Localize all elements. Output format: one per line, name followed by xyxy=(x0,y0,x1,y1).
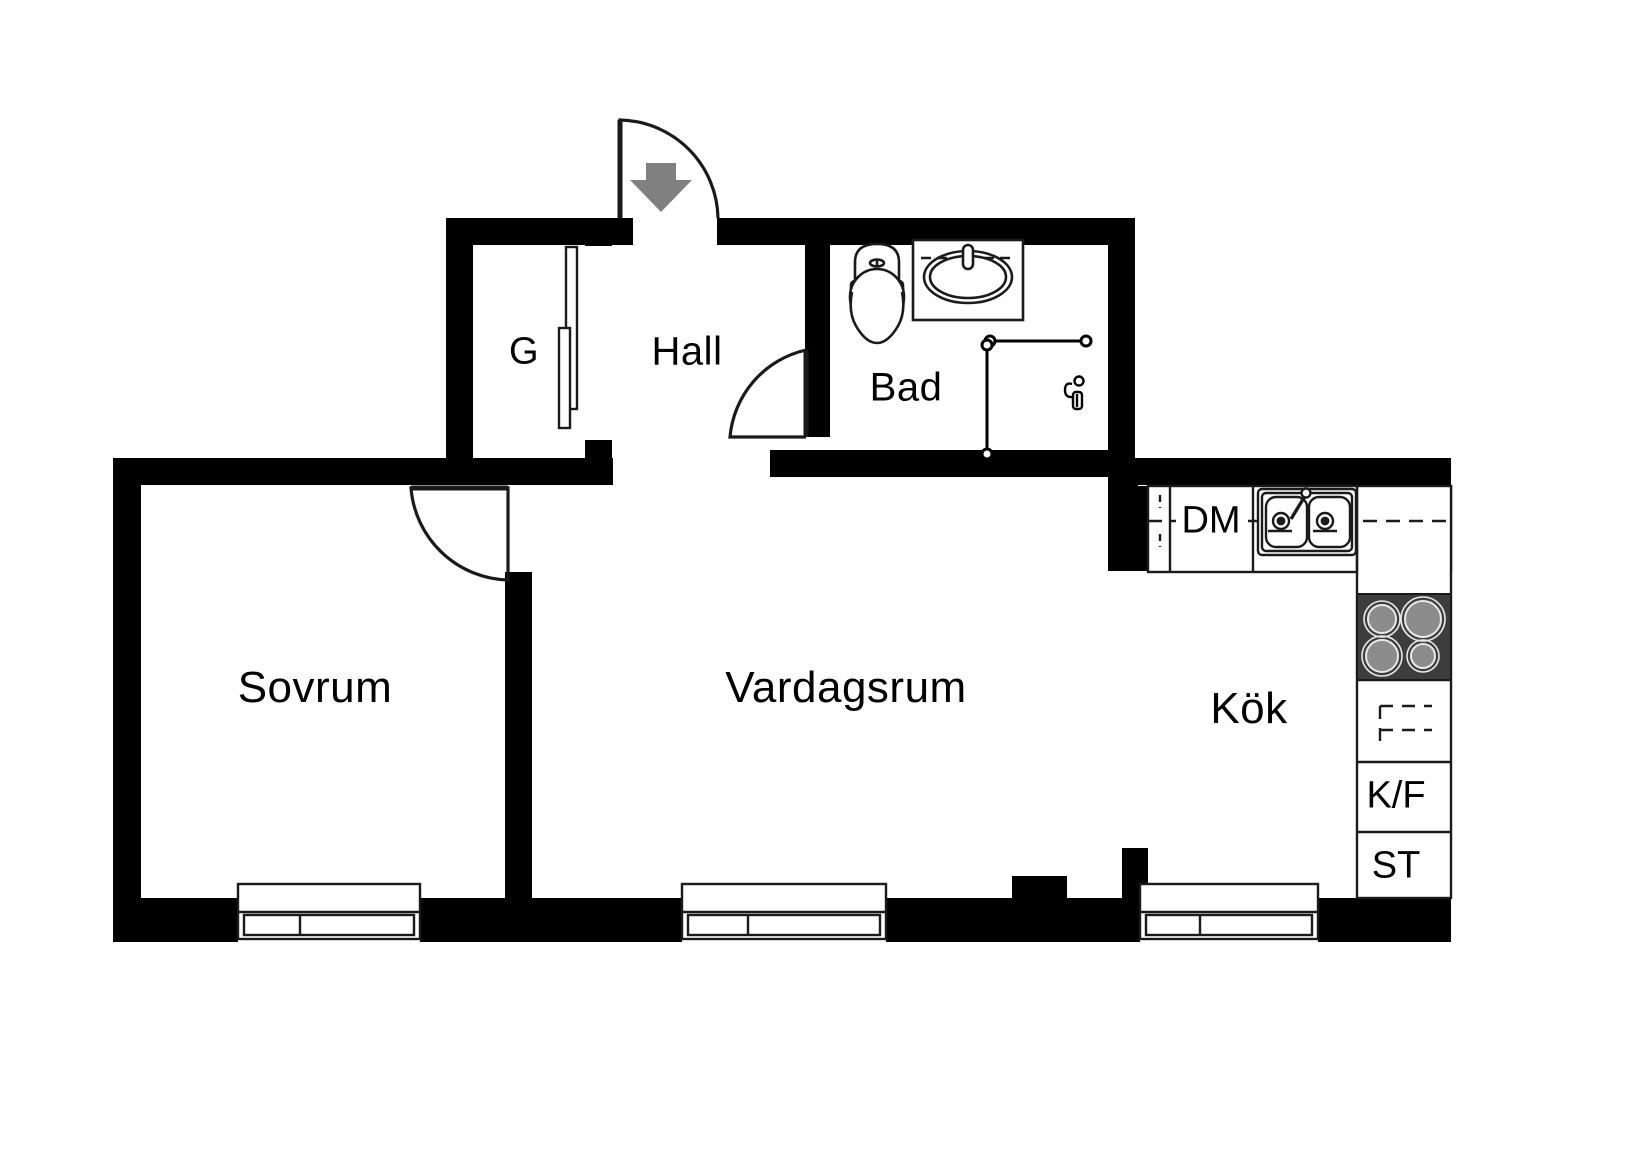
washbasin-fixture xyxy=(911,238,1025,322)
entry-door-arc xyxy=(618,118,720,219)
room-label-garderob: G xyxy=(508,330,540,373)
wall-left-upper xyxy=(446,218,473,468)
kitchen-sink-fixture xyxy=(1256,487,1358,557)
wall-bath-left xyxy=(805,232,830,437)
wall-bottom-seg-3 xyxy=(886,898,1140,942)
wardrobe-rail-fixture xyxy=(557,245,579,430)
window-livingroom xyxy=(680,882,888,941)
window-bedroom xyxy=(236,882,422,941)
room-label-bad: Bad xyxy=(869,365,943,410)
entry-arrow-icon xyxy=(630,163,692,212)
wall-bath-bottom-left xyxy=(770,450,830,477)
wall-closet-partition xyxy=(585,218,612,246)
windows xyxy=(236,882,1320,941)
room-label-sovrum: Sovrum xyxy=(237,663,393,712)
fridge-freezer-label: K/F xyxy=(1366,774,1426,817)
dishwasher-label: DM xyxy=(1181,499,1241,542)
oven-fixture xyxy=(1378,704,1432,748)
wall-kitchen-jog-left xyxy=(1108,486,1153,571)
door-swings xyxy=(409,118,809,582)
wall-right-upper xyxy=(1108,218,1135,486)
room-label-vardagsrum: Vardagsrum xyxy=(725,663,967,712)
wall-top-lower-left xyxy=(113,458,473,485)
room-label-kok: Kök xyxy=(1210,684,1288,733)
window-kitchen xyxy=(1138,882,1320,941)
wall-bedroom-partition xyxy=(505,572,532,902)
toilet-fixture xyxy=(848,242,906,345)
wall-bedroom-jog xyxy=(505,876,532,904)
room-label-hall: Hall xyxy=(651,329,723,374)
wall-top-lower-right xyxy=(1135,458,1451,485)
stove-cooktop-fixture xyxy=(1356,593,1452,681)
wall-left-exterior xyxy=(113,458,141,942)
bedroom-door-arc xyxy=(409,486,510,582)
walls xyxy=(113,218,1451,942)
wall-livingroom-bottom-jog xyxy=(1012,876,1067,904)
wall-bottom-seg-2 xyxy=(420,898,682,942)
bathroom-door-arc xyxy=(728,348,807,439)
storage-label: ST xyxy=(1371,844,1421,887)
shower-fixture xyxy=(980,334,1093,461)
wall-top-lower-stub xyxy=(473,458,613,485)
wall-bottom-seg-4 xyxy=(1318,898,1451,942)
wall-bottom-seg-1 xyxy=(113,898,238,942)
